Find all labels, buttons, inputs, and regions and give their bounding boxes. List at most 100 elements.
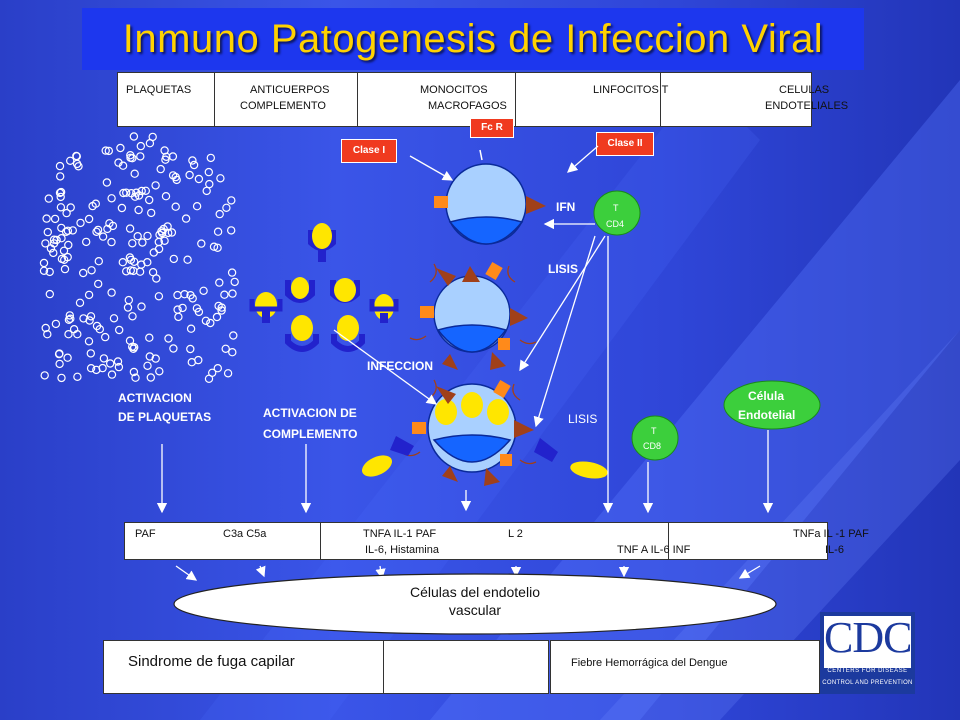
platelet	[212, 312, 222, 322]
platelet	[226, 226, 236, 235]
platelet	[213, 227, 223, 236]
platelet	[102, 178, 112, 187]
tag-clase-1: Clase I	[341, 139, 397, 163]
platelet	[128, 312, 137, 321]
platelet	[56, 172, 65, 181]
monocyte-cell-middle	[409, 261, 537, 370]
label-activacion-plaquetas-2: DE PLAQUETAS	[118, 410, 212, 424]
platelet	[73, 372, 82, 381]
platelet	[221, 344, 230, 353]
platelet	[129, 257, 139, 266]
platelet	[64, 330, 73, 339]
platelet	[141, 186, 150, 195]
platelet	[119, 188, 128, 198]
sindrome-box: Sindrome de fuga capilar	[103, 640, 549, 694]
platelet	[223, 369, 233, 378]
mediator-paf: PAF	[135, 528, 156, 540]
platelet	[146, 208, 156, 218]
platelet	[163, 222, 172, 231]
tag-fc-r: Fc R	[470, 118, 514, 138]
platelet	[64, 240, 73, 250]
platelet	[56, 192, 65, 202]
t-cd8-cell	[631, 415, 679, 461]
platelet	[161, 191, 171, 201]
t-cd8-t-label: T	[651, 426, 657, 436]
platelet	[167, 228, 177, 237]
platelet	[93, 225, 103, 235]
platelet	[163, 228, 173, 238]
platelet	[41, 239, 50, 248]
platelet	[123, 303, 133, 312]
platelet	[149, 248, 158, 257]
platelet	[86, 349, 96, 358]
platelet	[134, 205, 143, 215]
platelet	[189, 160, 199, 170]
platelet	[151, 354, 160, 363]
platelet	[99, 354, 109, 363]
platelet	[81, 237, 91, 247]
platelet	[114, 362, 124, 372]
platelet	[220, 290, 229, 299]
platelet	[92, 227, 101, 236]
platelet	[136, 152, 145, 161]
platelet	[43, 330, 52, 339]
platelet	[186, 344, 195, 354]
platelet	[114, 158, 123, 167]
platelet	[169, 254, 178, 264]
platelet	[173, 305, 182, 314]
label-endoteliales: ENDOTELIALES	[765, 100, 849, 112]
platelet	[137, 302, 146, 311]
tag-clase-2: Clase II	[596, 132, 654, 156]
platelet	[145, 138, 155, 148]
platelet	[227, 196, 236, 205]
platelet	[145, 352, 154, 361]
platelet	[86, 312, 96, 321]
platelet	[197, 239, 206, 248]
platelet	[131, 373, 140, 382]
label-plaquetas: PLAQUETAS	[126, 84, 192, 96]
label-activacion-complemento-1: ACTIVACION DE	[263, 406, 357, 420]
platelet	[215, 209, 224, 219]
platelet	[60, 264, 70, 274]
platelet	[65, 156, 75, 165]
fiebre-box: Fiebre Hemorrágica del Dengue	[550, 640, 820, 694]
page-title: Inmuno Patogenesis de Infeccion Viral	[122, 17, 824, 61]
platelet	[107, 370, 117, 379]
platelet	[144, 195, 154, 205]
t-cd8-cd-label: CD8	[643, 441, 662, 451]
mediator-tnfa-line1: TNFA IL-1 PAF	[363, 528, 437, 540]
label-activacion-plaquetas-1: ACTIVACION	[118, 391, 192, 405]
mediator-tnfa-end-1: TNFa IL -1 PAF	[793, 528, 869, 540]
mediator-tnf-inf: TNF A IL-6 INF	[617, 544, 691, 556]
platelet	[101, 146, 110, 155]
platelet	[121, 188, 131, 197]
platelet	[42, 214, 51, 223]
platelet	[181, 214, 191, 223]
platelet	[146, 373, 155, 382]
platelet	[180, 290, 189, 299]
cdc-logo-line1: CENTERS FOR DISEASE	[827, 668, 908, 674]
platelet	[133, 231, 142, 241]
mediator-tnfa-end-2: IL-6	[825, 544, 844, 556]
antibody-complexes	[249, 223, 399, 352]
platelet	[213, 364, 222, 373]
platelet	[105, 359, 115, 368]
platelet	[75, 298, 85, 307]
platelet	[57, 254, 67, 264]
platelet	[137, 186, 146, 196]
platelet	[125, 224, 135, 233]
sindrome-label: Sindrome de fuga capilar	[128, 653, 295, 670]
platelet	[56, 203, 66, 212]
platelet	[124, 295, 134, 305]
platelet	[134, 191, 144, 200]
platelet	[109, 314, 119, 323]
platelet	[126, 150, 135, 160]
platelet	[104, 146, 114, 156]
fiebre-label: Fiebre Hemorrágica del Dengue	[571, 657, 728, 669]
platelet	[66, 203, 75, 212]
platelet	[164, 334, 173, 343]
platelet	[206, 153, 215, 163]
platelet	[39, 258, 49, 268]
platelet	[185, 170, 194, 180]
platelet	[205, 179, 214, 189]
